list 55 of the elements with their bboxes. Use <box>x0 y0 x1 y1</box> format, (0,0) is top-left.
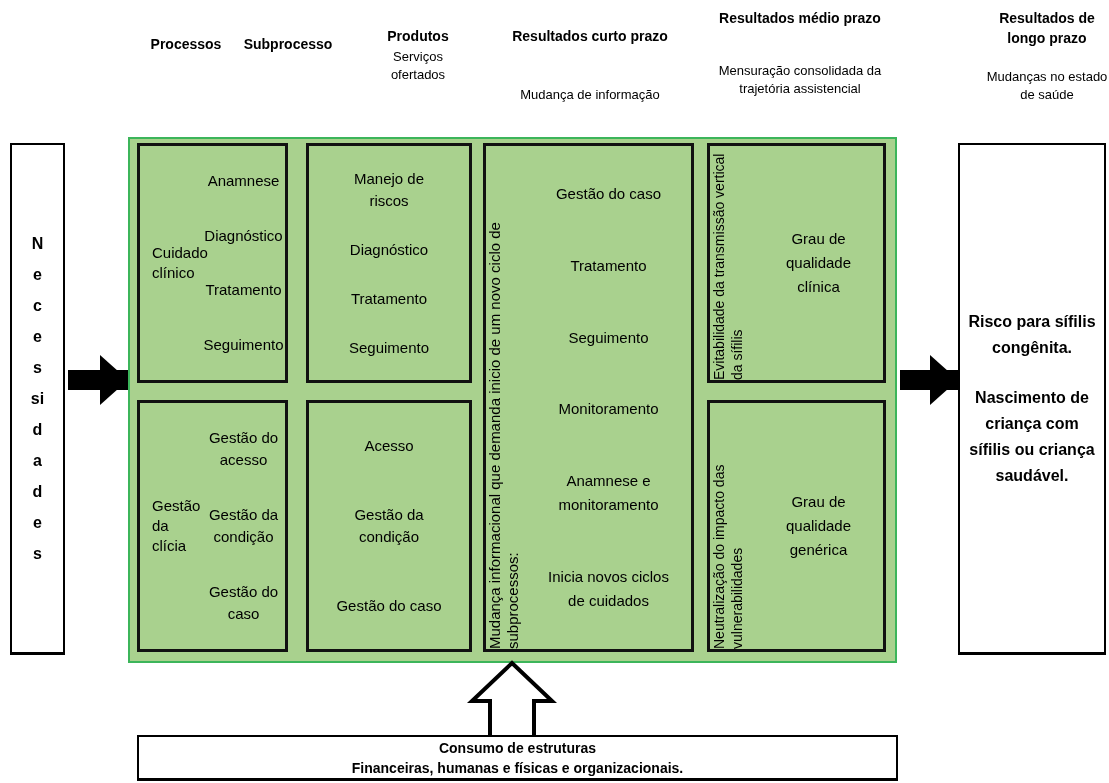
result-label: Gestão do caso <box>554 183 663 204</box>
subprocess-label: Gestão da condição <box>207 505 280 547</box>
vertical-text: Neutralização do impacto das vulnerabilidades <box>710 463 746 649</box>
product-label: Gestão da condição <box>353 505 425 547</box>
column-subheader: Mensuração consolidada da trajetória assistencial <box>717 62 883 98</box>
block-arrow <box>900 355 958 405</box>
column-header: Resultados de longo prazo <box>998 9 1096 48</box>
column-subheader: Mudança de informação <box>519 86 661 104</box>
bold-text: Consumo de estruturas <box>438 738 597 758</box>
process-box <box>483 143 694 652</box>
column-header: Processos <box>149 35 223 54</box>
process-box <box>306 143 472 383</box>
column-header: Produtos <box>386 27 450 46</box>
product-label: Tratamento <box>349 288 429 309</box>
process-box <box>137 400 288 652</box>
text-box <box>10 143 65 655</box>
subprocess-label: Anamnese <box>207 171 280 192</box>
product-label: Diagnóstico <box>348 239 430 260</box>
bold-text: Nascimento de criança com sífilis ou criança saudável. <box>968 387 1096 486</box>
process-name: Cuidado clínico <box>152 244 208 283</box>
process-box <box>707 400 886 652</box>
hollow-block-arrow <box>467 660 557 737</box>
vertical-text: Necessidades <box>29 234 46 564</box>
subprocess-label: Seguimento <box>203 334 284 355</box>
bold-text: Financeiras, humanas e físicas e organizacionais. <box>351 758 684 778</box>
text-box <box>137 735 898 781</box>
text-box <box>958 143 1106 655</box>
result-label: Inicia novos ciclos de cuidados <box>547 567 670 612</box>
block-arrow <box>68 355 128 405</box>
result-label: Monitoramento <box>557 399 660 420</box>
column-subheader: Serviços ofertados <box>389 48 447 84</box>
vertical-text: Mudança informacional que demanda inicio de um novo ciclo de subprocessos: <box>486 221 522 649</box>
product-label: Gestão do caso <box>335 596 443 617</box>
result-label: Tratamento <box>569 255 648 276</box>
process-box <box>137 143 288 383</box>
bold-text: Risco para sífilis congênita. <box>967 311 1097 358</box>
column-header: Subprocesso <box>242 35 334 54</box>
process-box <box>707 143 886 383</box>
group-panel <box>128 137 897 663</box>
product-label: Acesso <box>363 435 415 456</box>
quality-label: Grau de qualidade clínica <box>784 229 853 297</box>
column-header: Resultados curto prazo <box>511 27 669 46</box>
column-header: Resultados médio prazo <box>718 9 882 28</box>
column-subheader: Mudanças no estado de saúde <box>985 68 1109 104</box>
product-label: Manejo de riscos <box>352 168 426 211</box>
result-label: Anamnese e monitoramento <box>557 471 660 516</box>
process-name: Gestão da clícia <box>152 496 202 556</box>
subprocess-label: Gestão do acesso <box>207 428 280 471</box>
subprocess-label: Diagnóstico <box>204 225 283 246</box>
product-label: Seguimento <box>347 337 431 358</box>
process-box <box>306 400 472 652</box>
subprocess-label: Tratamento <box>205 280 282 301</box>
result-label: Seguimento <box>567 327 650 348</box>
subprocess-label: Gestão do caso <box>207 581 280 624</box>
quality-label: Grau de qualidade genérica <box>784 492 853 560</box>
